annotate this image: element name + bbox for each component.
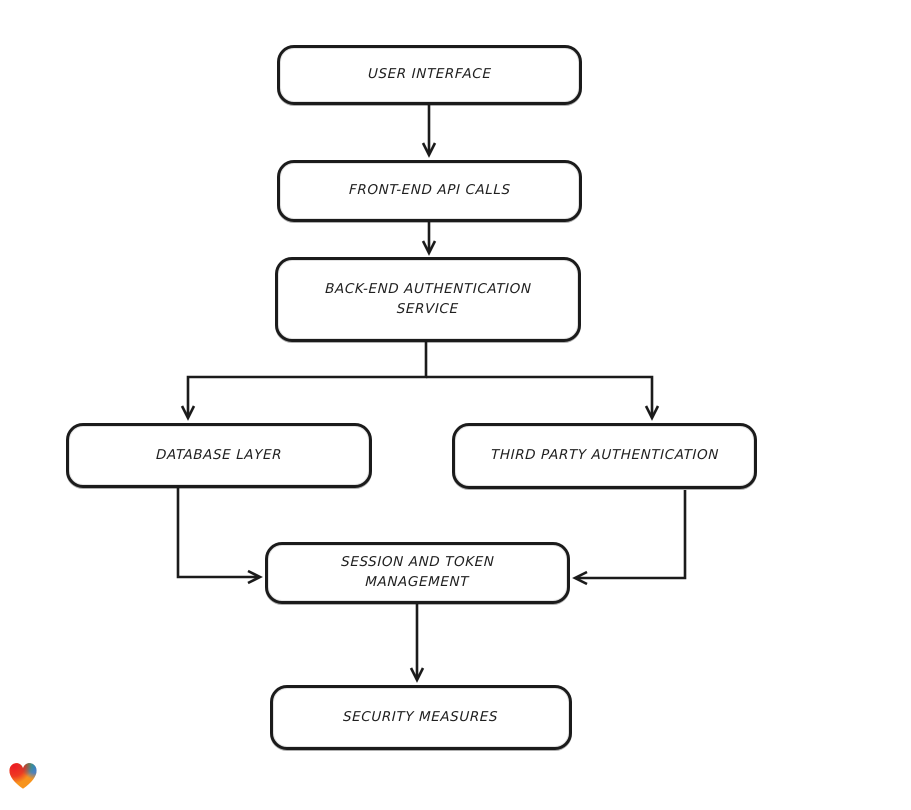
node-database-layer: DATABASE LAYER	[66, 423, 372, 488]
edge-backend-branch-left	[180, 342, 428, 421]
node-front-end-api-calls-label: FRONT-END API CALLS	[348, 182, 511, 199]
node-user-interface-label: USER INTERFACE	[367, 66, 492, 83]
edge-backend-branch-right	[426, 375, 660, 421]
node-user-interface: USER INTERFACE	[277, 45, 582, 105]
node-security-measures: SECURITY MEASURES	[270, 685, 572, 750]
node-third-party-authentication: THIRD PARTY AUTHENTICATION	[452, 423, 757, 489]
node-front-end-api-calls: FRONT-END API CALLS	[277, 160, 582, 222]
node-third-party-authentication-label: THIRD PARTY AUTHENTICATION	[490, 447, 719, 464]
node-session-and-token-management: SESSION AND TOKEN MANAGEMENT	[265, 542, 570, 604]
edge-database-to-session	[176, 488, 263, 585]
edge-thirdparty-to-session	[572, 490, 687, 586]
node-session-and-token-management-label: SESSION AND TOKEN MANAGEMENT	[340, 554, 495, 590]
node-security-measures-label: SECURITY MEASURES	[343, 708, 499, 725]
node-back-end-authentication-service: BACK-END AUTHENTICATION SERVICE	[275, 257, 581, 342]
heart-logo	[9, 763, 37, 789]
node-database-layer-label: DATABASE LAYER	[155, 446, 283, 463]
node-back-end-authentication-service-label: BACK-END AUTHENTICATION SERVICE	[324, 280, 532, 317]
